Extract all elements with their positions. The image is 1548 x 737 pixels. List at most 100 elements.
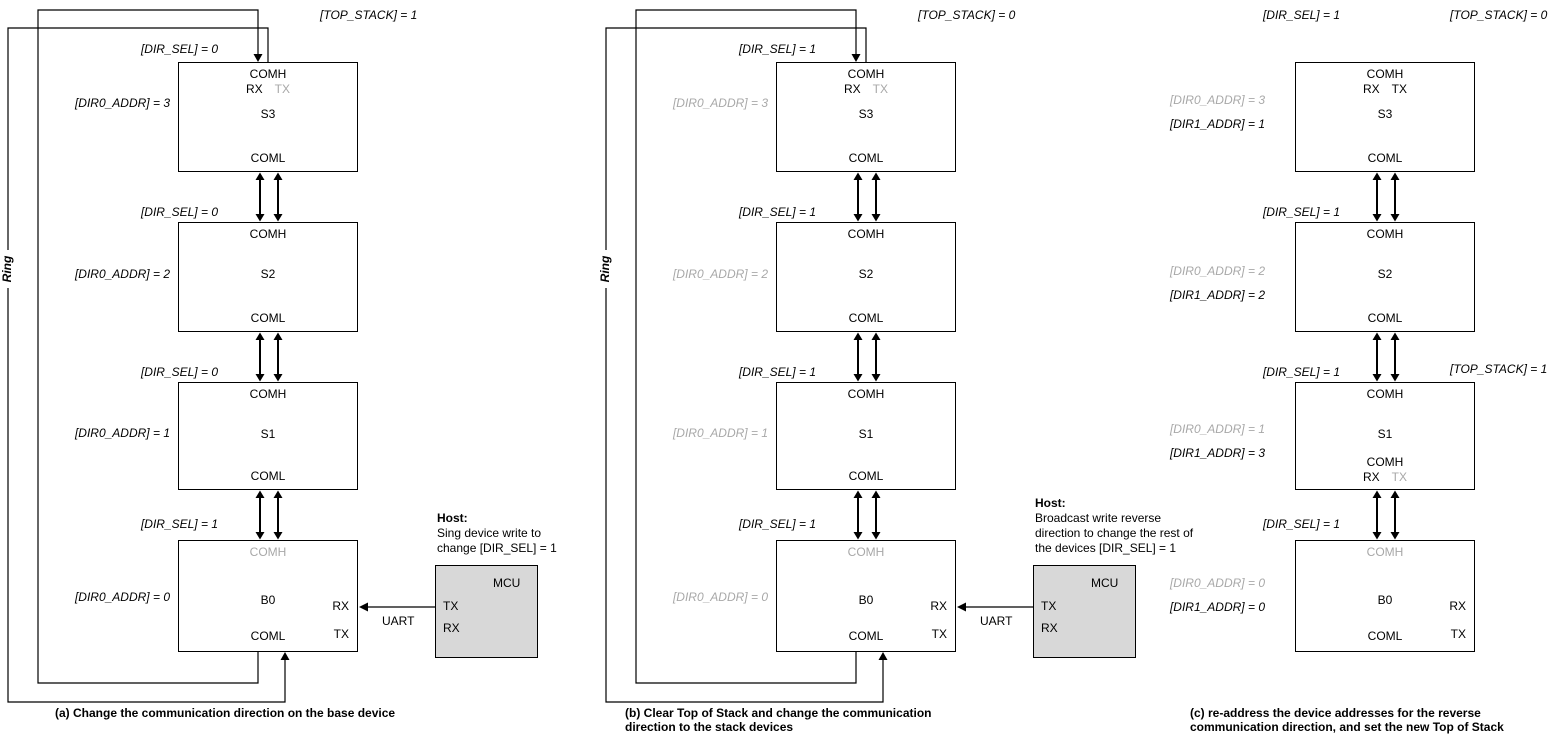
caption-line: (b) Clear Top of Stack and change the co… <box>625 706 932 720</box>
rx-tx-row: RX TX <box>777 82 955 96</box>
device-name: S1 <box>260 427 276 441</box>
uart-label: UART <box>382 614 415 628</box>
uart-arrow <box>359 602 435 612</box>
panel-a: Ring [TOP_STACK] = 1 [DIR_SEL] = 0 [DIR_… <box>0 0 600 737</box>
top-stack-label: [TOP_STACK] = 1 <box>320 8 418 22</box>
tx-label: TX <box>931 627 947 641</box>
host-note-line: Broadcast write reverse <box>1035 511 1162 525</box>
coml-port-label: COML <box>1367 311 1403 325</box>
comh-port-label: COMH <box>847 227 885 241</box>
mcu-label: MCU <box>493 576 521 590</box>
ring-label: Ring <box>0 250 14 288</box>
rx-label: RX <box>245 82 263 96</box>
device-name: B0 <box>858 593 874 607</box>
comh-port-label: COMH <box>1366 387 1404 401</box>
mcu-label: MCU <box>1091 576 1119 590</box>
comh-port-label: COMH <box>847 387 885 401</box>
host-note-line: the devices [DIR_SEL] = 1 <box>1035 541 1177 555</box>
uart-label: UART <box>980 614 1013 628</box>
dir-sel-label-b0: [DIR_SEL] = 1 <box>1262 517 1340 531</box>
tx-label: TX <box>333 627 349 641</box>
dir-sel-label-b0: [DIR_SEL] = 1 <box>140 517 218 531</box>
device-s2: COMH S2 COML <box>776 222 956 332</box>
caption-a: (a) Change the communication direction o… <box>55 706 395 720</box>
dir1-addr-label-s1: [DIR1_ADDR] = 3 <box>1169 446 1265 460</box>
tx-label: TX <box>1391 470 1407 484</box>
coml-port-label: COML <box>848 469 884 483</box>
top-stack-label: [TOP_STACK] = 0 <box>918 8 1016 22</box>
dir0-addr-label-b0: [DIR0_ADDR] = 0 <box>1169 576 1265 590</box>
dir-sel-label-b0: [DIR_SEL] = 1 <box>738 517 816 531</box>
mcu-box: MCU TX RX <box>1033 565 1136 658</box>
dir1-addr-label-b0: [DIR1_ADDR] = 0 <box>1169 600 1265 614</box>
comh-port-label: COMH <box>249 545 287 559</box>
mcu-rx-label: RX <box>443 621 460 635</box>
coml-port-label: COML <box>250 469 286 483</box>
mcu-box: MCU TX RX <box>435 565 538 658</box>
host-note: Host: Sing device write to change [DIR_S… <box>437 511 557 556</box>
dir-sel-label-s3: [DIR_SEL] = 0 <box>140 42 218 56</box>
device-name: S1 <box>858 427 874 441</box>
caption-b: (b) Clear Top of Stack and change the co… <box>625 706 931 734</box>
device-b0: COMH B0 RX TX COML <box>776 540 956 652</box>
panel-c: [DIR_SEL] = 1 [TOP_STACK] = 0 [DIR_SEL] … <box>1117 0 1548 737</box>
coml-port-label: COML <box>848 151 884 165</box>
device-name: B0 <box>1377 593 1393 607</box>
device-name: S2 <box>260 267 276 281</box>
comh-port-label: COMH <box>1366 545 1404 559</box>
ring-label: Ring <box>598 250 612 288</box>
dir0-addr-label-s2: [DIR0_ADDR] = 2 <box>1169 264 1265 278</box>
rx-label: RX <box>1362 82 1380 96</box>
rx-label: RX <box>843 82 861 96</box>
uart-arrow <box>957 602 1033 612</box>
dir0-addr-label-s2: [DIR0_ADDR] = 2 <box>672 267 768 281</box>
panel-b: Ring [TOP_STACK] = 0 [DIR_SEL] = 1 [DIR_… <box>598 0 1198 737</box>
caption-c: (c) re-address the device addresses for … <box>1190 706 1504 734</box>
device-s1: COMH S1 COML <box>178 382 358 490</box>
coml-port-label: COML <box>848 311 884 325</box>
rx-label: RX <box>930 599 947 613</box>
device-b0: COMH B0 RX TX COML <box>178 540 358 652</box>
coml-port-label: COML <box>1367 151 1403 165</box>
coml-port-label: COML <box>1367 629 1403 643</box>
device-name: S3 <box>1377 107 1393 121</box>
caption-line: direction to the stack devices <box>625 720 794 734</box>
device-name: B0 <box>260 593 276 607</box>
device-name: S3 <box>260 107 276 121</box>
comh-port-label: COMH <box>249 387 287 401</box>
comh-port-label: COMH <box>249 227 287 241</box>
mcu-tx-label: TX <box>1041 599 1057 613</box>
tx-label: TX <box>872 82 888 96</box>
rx-label: RX <box>1449 599 1466 613</box>
dir0-addr-label-s3: [DIR0_ADDR] = 3 <box>672 96 768 110</box>
device-name: S2 <box>1377 267 1393 281</box>
mcu-rx-label: RX <box>1041 621 1058 635</box>
caption-line: (a) Change the communication direction o… <box>55 706 396 720</box>
comh2-port-label: COMH <box>1366 455 1404 469</box>
dir0-addr-label-s1: [DIR0_ADDR] = 1 <box>672 426 768 440</box>
dir0-addr-label-b0: [DIR0_ADDR] = 0 <box>672 590 768 604</box>
dir-sel-label-s1: [DIR_SEL] = 0 <box>140 365 218 379</box>
coml-port-label: COML <box>250 151 286 165</box>
host-title: Host: <box>1035 496 1066 510</box>
comh-port-label: COMH <box>249 67 287 81</box>
dir1-addr-label-s2: [DIR1_ADDR] = 2 <box>1169 288 1265 302</box>
coml-port-label: COML <box>250 629 286 643</box>
host-title: Host: <box>437 511 468 525</box>
dir-sel-label-s2: [DIR_SEL] = 1 <box>1262 205 1340 219</box>
coml-port-label: COML <box>848 629 884 643</box>
dir0-addr-label-s2: [DIR0_ADDR] = 2 <box>74 267 170 281</box>
dir-sel-label-s3: [DIR_SEL] = 1 <box>1262 8 1340 22</box>
dir-sel-label-s1: [DIR_SEL] = 1 <box>738 365 816 379</box>
caption-line: communication direction, and set the new… <box>1190 720 1504 734</box>
tx-label: TX <box>1391 82 1407 96</box>
dir0-addr-label-s3: [DIR0_ADDR] = 3 <box>1169 93 1265 107</box>
host-note: Host: Broadcast write reverse direction … <box>1035 496 1193 556</box>
host-note-line: change [DIR_SEL] = 1 <box>437 541 557 555</box>
